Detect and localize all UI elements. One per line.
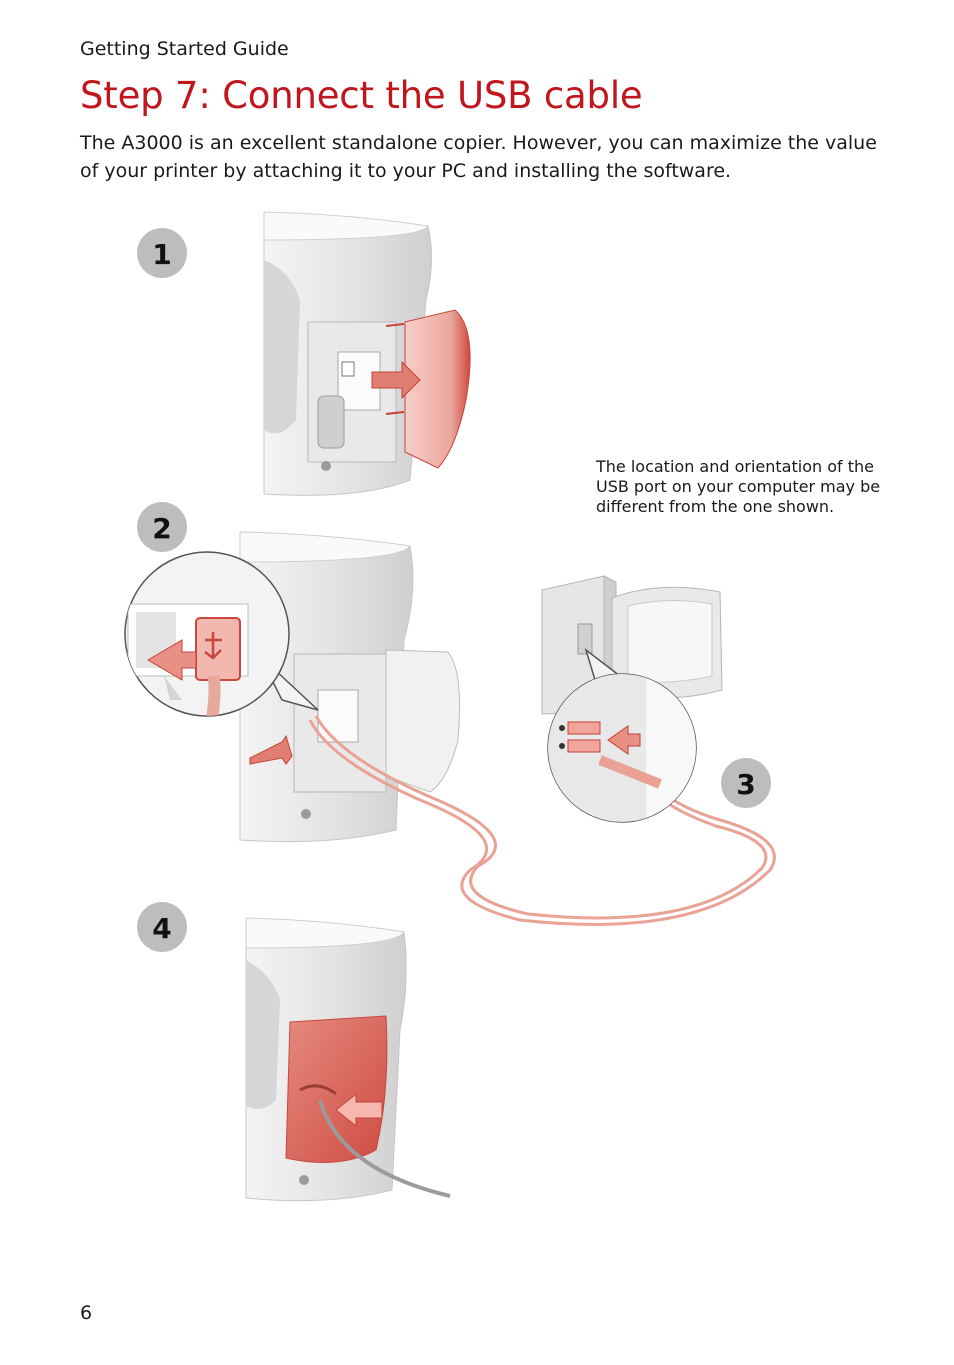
- step4-printer: [245, 917, 451, 1202]
- step3-badge: 3: [721, 758, 771, 808]
- step1-badge: 1: [137, 228, 187, 278]
- step2-badge: 2: [137, 502, 187, 552]
- page-number: 6: [80, 1302, 93, 1324]
- usb-plug-zoom-callout: [124, 551, 319, 717]
- usb-port-zoom-callout: [547, 647, 697, 823]
- step4-badge: 4: [137, 902, 187, 952]
- svg-text:3: 3: [736, 768, 755, 801]
- usb-cable: [308, 715, 776, 926]
- running-head: Getting Started Guide: [80, 38, 289, 60]
- page-title: Step 7: Connect the USB cable: [80, 74, 643, 117]
- intro-paragraph: The A3000 is an excellent standalone cop…: [80, 132, 877, 182]
- svg-text:2: 2: [152, 512, 171, 545]
- step1-printer: [263, 211, 471, 496]
- svg-text:4: 4: [152, 912, 171, 945]
- usb-port-note: The location and orientation of the USB …: [596, 457, 881, 516]
- svg-text:1: 1: [152, 238, 171, 271]
